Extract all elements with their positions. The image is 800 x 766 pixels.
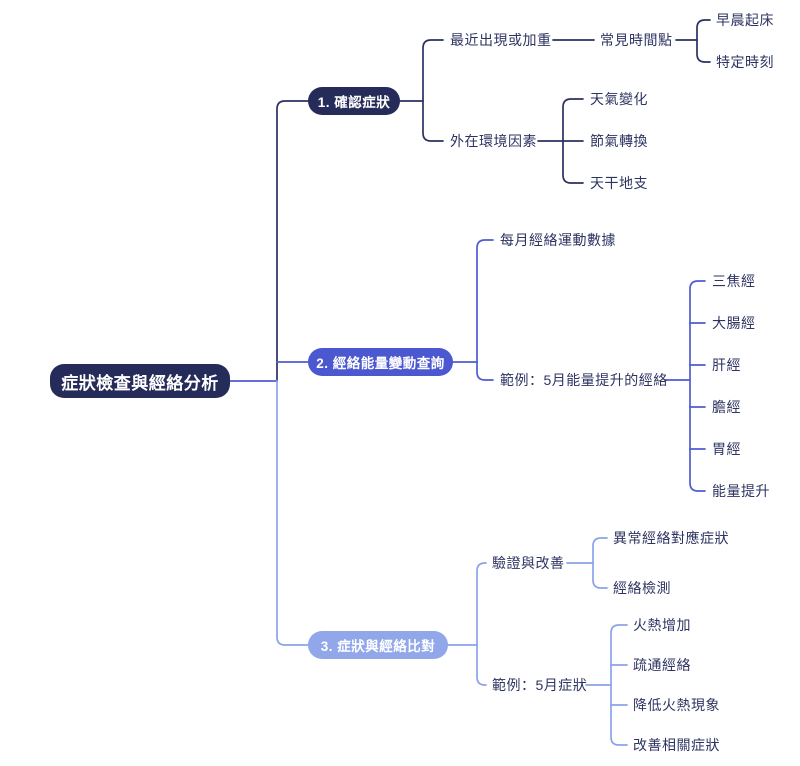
connector-indigo-14 <box>689 280 706 492</box>
mindmap-node-stomach-meridian[interactable]: 胃經 <box>712 441 741 457</box>
connector-light-25 <box>610 624 628 746</box>
mindmap-node-improve-related-symptoms[interactable]: 改善相關症狀 <box>633 737 720 753</box>
mindmap-node-energy-rise[interactable]: 能量提升 <box>712 483 770 499</box>
mindmap-node-abnormal-meridian-symptoms[interactable]: 異常經絡對應症狀 <box>613 530 729 546</box>
mindmap-node-common-times[interactable]: 常見時間點 <box>600 32 673 48</box>
mindmap-node-verify-improve[interactable]: 驗證與改善 <box>492 555 565 571</box>
mindmap-node-sanjiao-meridian[interactable]: 三焦經 <box>712 273 756 289</box>
mindmap-node-unblock-meridians[interactable]: 疏通經絡 <box>633 657 691 673</box>
mindmap-node-branch-3[interactable]: 3. 症狀與經絡比對 <box>308 631 448 659</box>
connector-dark-0 <box>276 100 309 382</box>
mindmap-node-weather-change[interactable]: 天氣變化 <box>590 91 648 107</box>
connector-light-19 <box>276 380 309 646</box>
mindmap-node-example-may-symptoms[interactable]: 範例：5月症狀 <box>492 677 588 693</box>
mindmap-node-stems-branches[interactable]: 天干地支 <box>590 175 648 191</box>
mindmap-node-branch-2[interactable]: 2. 經絡能量變動查詢 <box>308 348 453 376</box>
mindmap-node-gallbladder-meridian[interactable]: 膽經 <box>712 399 741 415</box>
mindmap-node-meridian-test[interactable]: 經絡檢測 <box>613 580 671 596</box>
mindmap-node-recent-onset[interactable]: 最近出現或加重 <box>450 32 552 48</box>
mindmap-node-specific-time[interactable]: 特定時刻 <box>716 54 774 70</box>
mindmap-node-root[interactable]: 症狀檢查與經絡分析 <box>50 364 230 398</box>
mindmap-node-liver-meridian[interactable]: 肝經 <box>712 357 741 373</box>
mindmap-node-monthly-data[interactable]: 每月經絡運動數據 <box>500 232 616 248</box>
connector-dark-5 <box>696 19 711 63</box>
mindmap-node-external-env[interactable]: 外在環境因素 <box>450 133 537 149</box>
connector-indigo-12 <box>476 239 494 381</box>
connector-light-21 <box>476 562 487 686</box>
mindmap-node-branch-1[interactable]: 1. 確認症狀 <box>308 87 400 115</box>
mindmap-node-morning-wake[interactable]: 早晨起床 <box>716 12 774 28</box>
mindmap-node-solar-terms[interactable]: 節氣轉換 <box>590 133 648 149</box>
mindmap-node-example-may-energy[interactable]: 範例：5月能量提升的經絡 <box>500 372 668 388</box>
mindmap-node-reduce-heat[interactable]: 降低火熱現象 <box>633 697 720 713</box>
mindmap-node-heat-increase[interactable]: 火熱增加 <box>633 617 691 633</box>
connector-dark-2 <box>422 39 444 142</box>
mindmap-node-large-intestine-meridian[interactable]: 大腸經 <box>712 315 756 331</box>
connector-light-23 <box>592 537 608 589</box>
